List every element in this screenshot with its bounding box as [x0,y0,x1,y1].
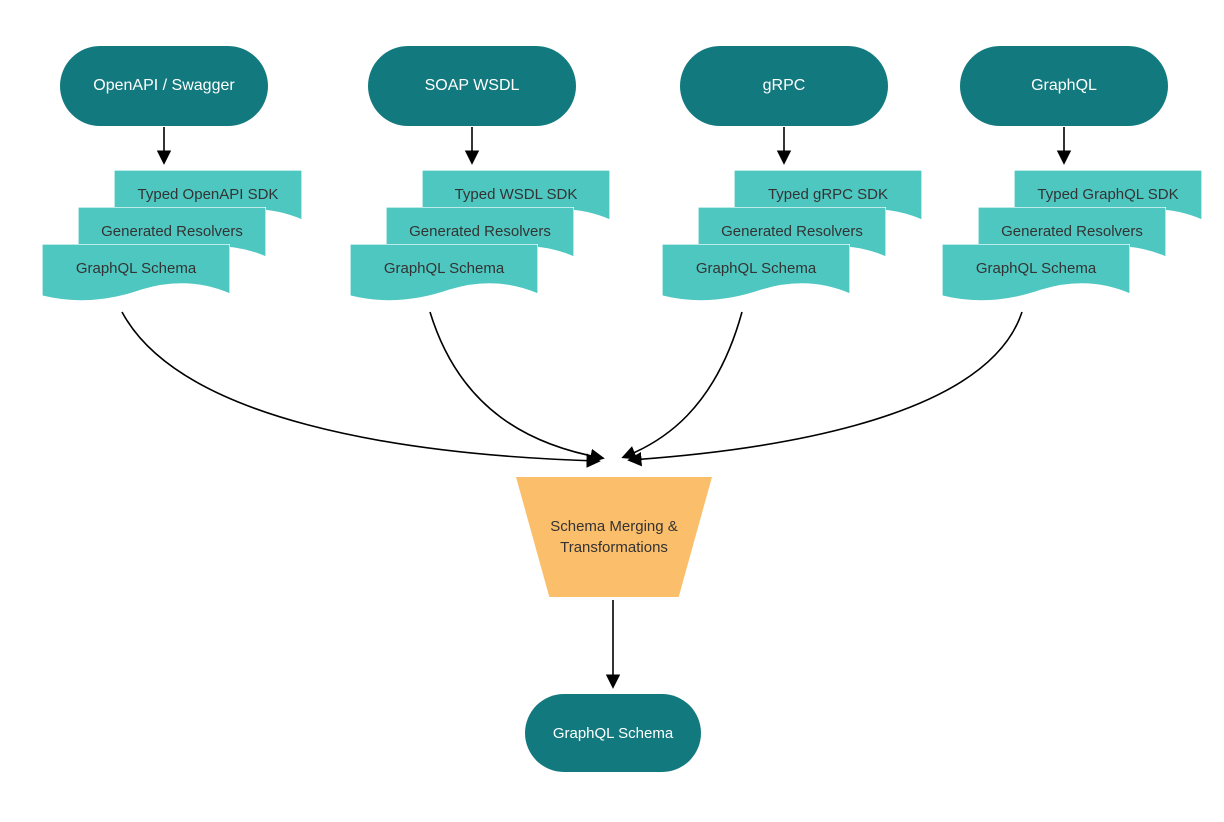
document-shape-icon [662,244,850,302]
document-label: Typed OpenAPI SDK [137,185,279,203]
document-label: Typed gRPC SDK [767,185,889,203]
document-label: Generated Resolvers [721,222,863,240]
document-label: GraphQL Schema [975,259,1097,277]
source-node-openapi: OpenAPI / Swagger [60,46,268,126]
document-label: Typed WSDL SDK [454,185,578,203]
document-label: GraphQL Schema [383,259,505,277]
stack-soap: Typed WSDL SDK Generated Resolvers Graph… [350,170,612,318]
document-label: Generated Resolvers [1001,222,1143,240]
source-node-graphql: GraphQL [960,46,1168,126]
document-label: GraphQL Schema [75,259,197,277]
source-label-soap: SOAP WSDL [424,77,520,94]
stack-graphql: Typed GraphQL SDK Generated Resolvers Gr… [942,170,1204,318]
arrow-stack3-to-merge [621,311,743,460]
document-graphql-schema: GraphQL Schema [42,244,230,310]
source-node-soap: SOAP WSDL [368,46,576,126]
document-label: GraphQL Schema [695,259,817,277]
document-graphql-schema: GraphQL Schema [942,244,1130,310]
source-label-openapi: OpenAPI / Swagger [93,77,235,94]
merge-label-line2: Transformations [560,539,668,556]
document-label: Typed GraphQL SDK [1037,185,1179,203]
arrow-stack1-to-merge [121,311,601,468]
output-label: GraphQL Schema [552,724,674,742]
document-shape-icon [942,244,1130,302]
output-node-graphql-schema: GraphQL Schema [525,694,701,772]
stack-openapi: Typed OpenAPI SDK Generated Resolvers Gr… [42,170,304,318]
source-label-grpc: gRPC [762,77,806,94]
merge-node: Schema Merging & Transformations [516,477,712,597]
source-node-grpc: gRPC [680,46,888,126]
source-label-graphql: GraphQL [1031,77,1097,94]
stack-grpc: Typed gRPC SDK Generated Resolvers Graph… [662,170,924,318]
document-label: Generated Resolvers [101,222,243,240]
document-shape-icon [42,244,230,302]
document-graphql-schema: GraphQL Schema [350,244,538,310]
document-graphql-schema: GraphQL Schema [662,244,850,310]
document-shape-icon [350,244,538,302]
arrow-stack4-to-merge [627,311,1023,467]
merge-label-line1: Schema Merging & [550,518,678,535]
document-label: Generated Resolvers [409,222,551,240]
arrow-stack2-to-merge [429,311,605,464]
